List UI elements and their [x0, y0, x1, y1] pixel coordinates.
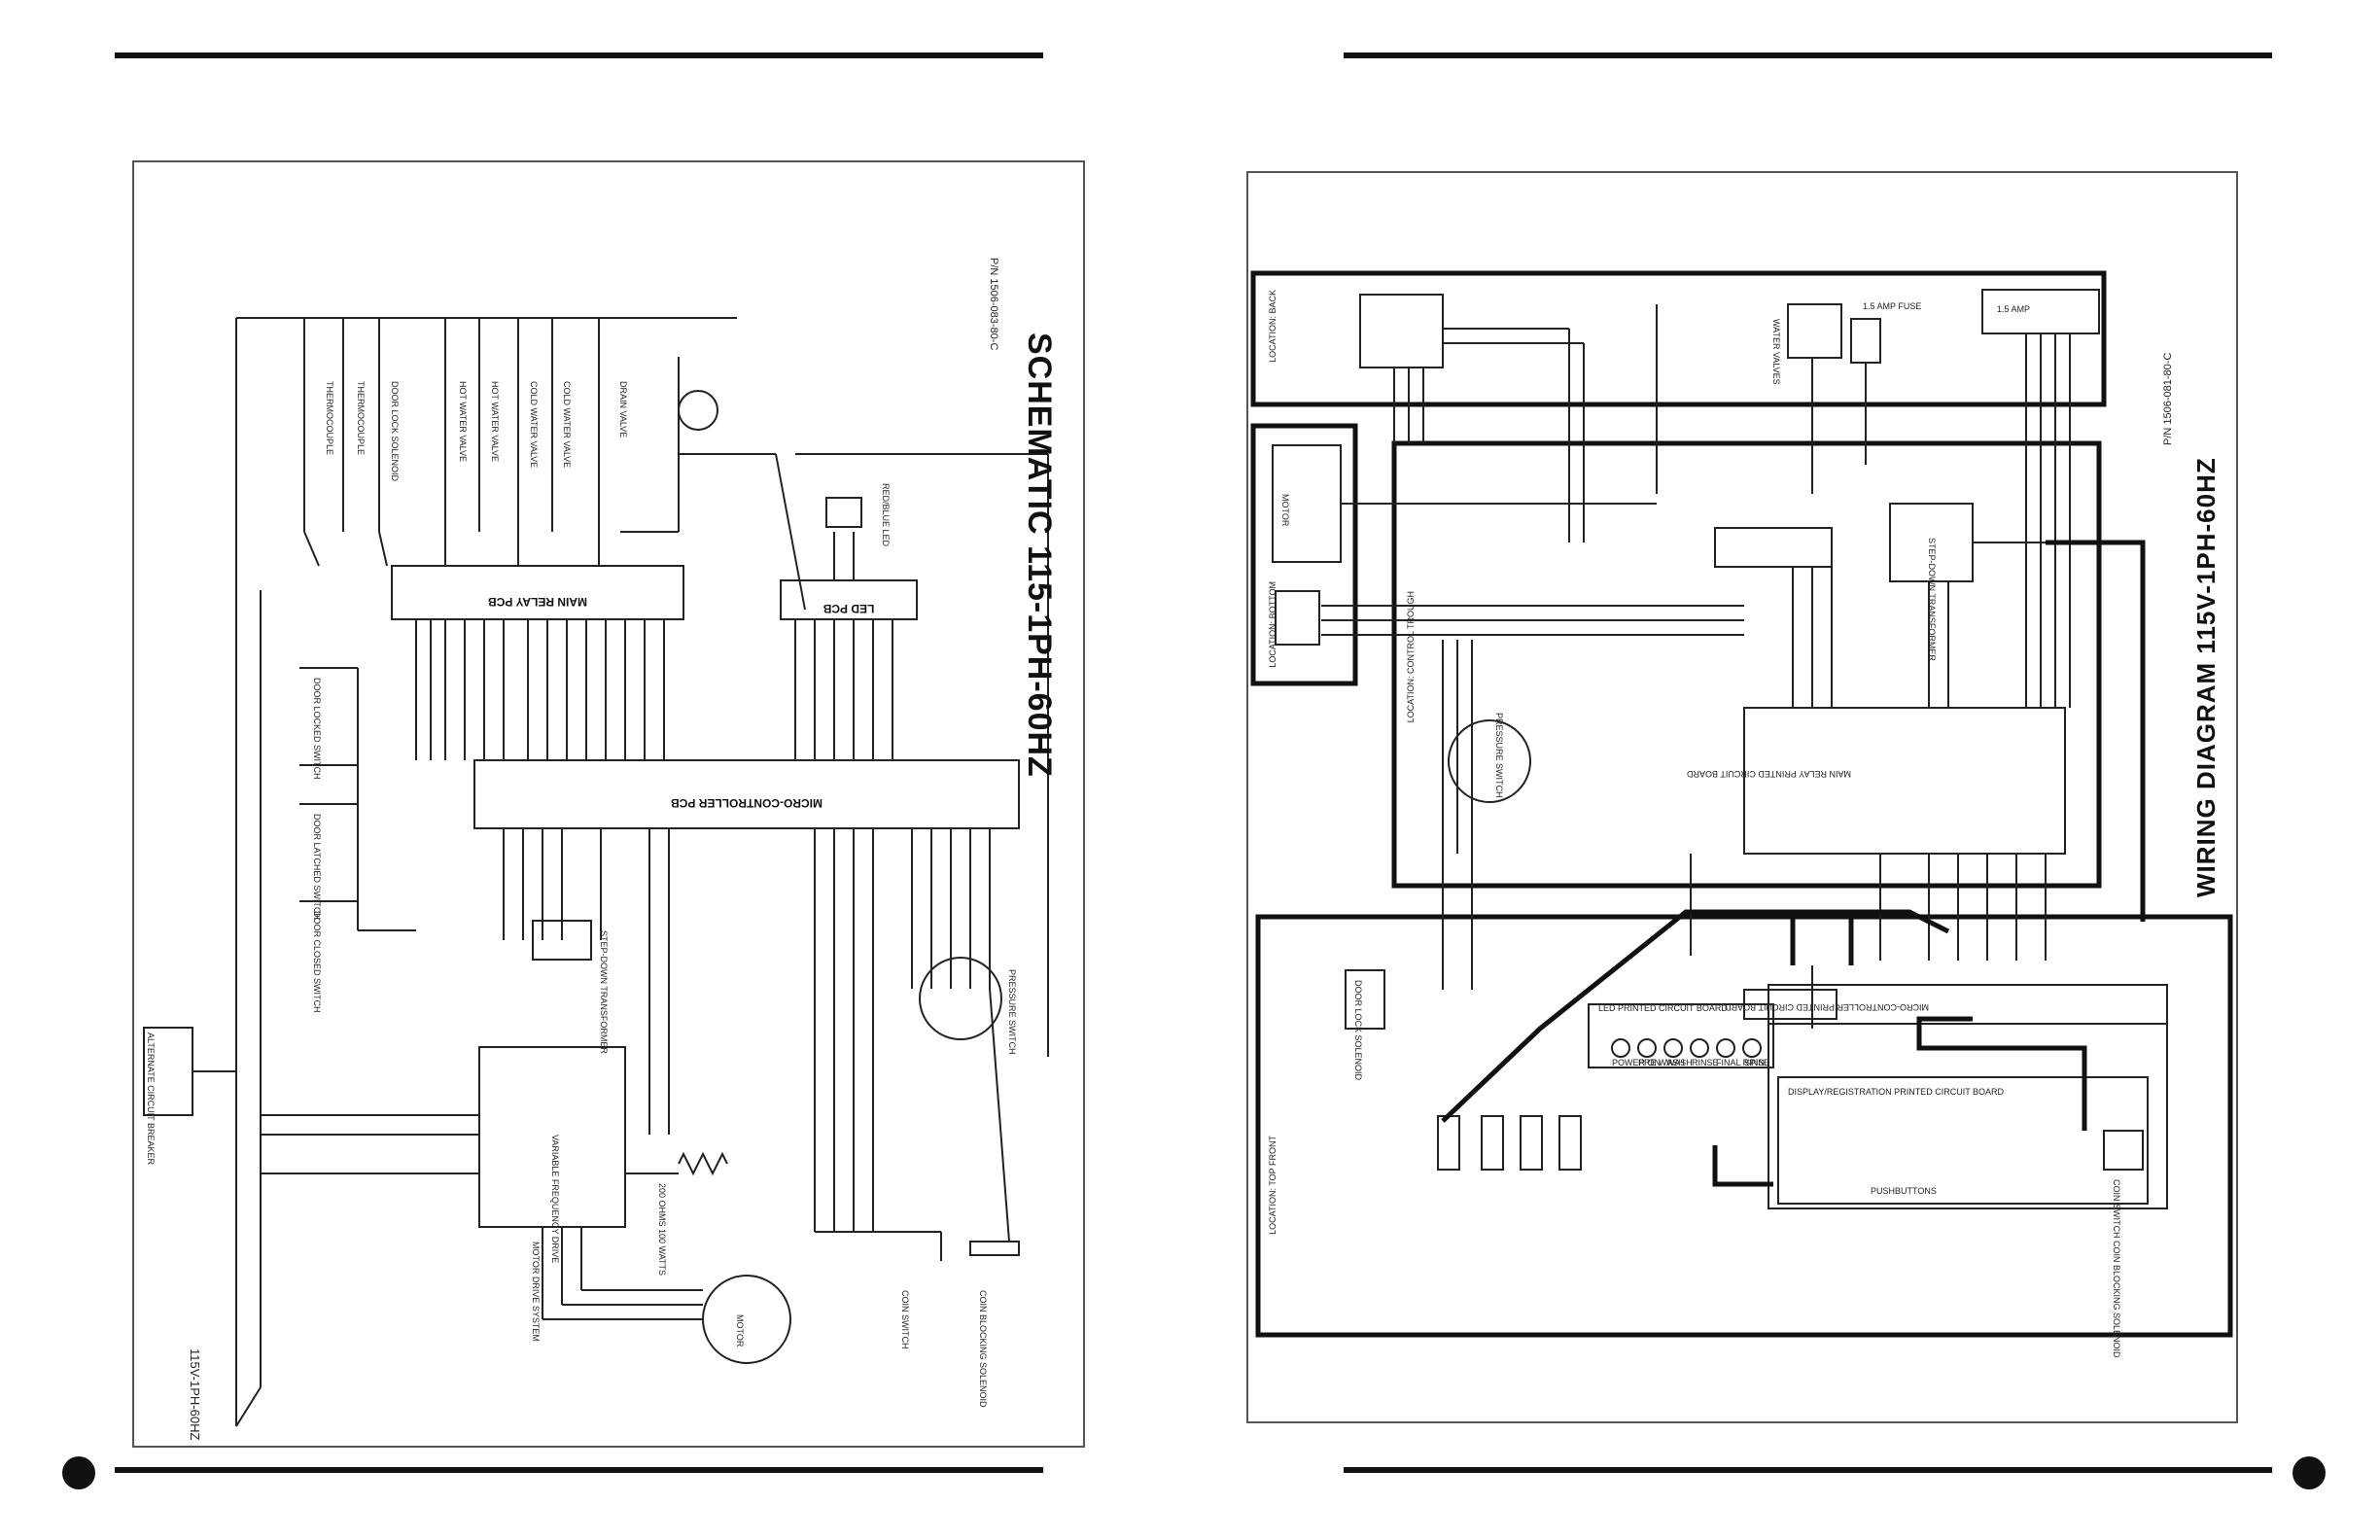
fuse-2-label: 1.5 AMP FUSE [1863, 301, 1921, 311]
motor-wiring-label: MOTOR [1280, 494, 1290, 527]
comp-pressure-switch: PRESSURE SWITCH [1007, 969, 1017, 1055]
micro-label: MICRO-CONTROLLER PCB [671, 796, 822, 810]
comp-led: RED/BLUE LED [881, 483, 891, 547]
wiring-title: WIRING DIAGRAM 115V-1PH-60HZ [2191, 457, 2221, 897]
frame-bottom [1250, 423, 1358, 686]
led-board-label: LED PRINTED CIRCUIT BOARD [1598, 1003, 1728, 1013]
comp-transformer: STEP-DOWN TRANSFORMER [599, 930, 609, 1054]
comp-door-lock: DOOR LOCK SOLENOID [390, 381, 400, 482]
comp-thermocouple-2: THERMOCOUPLE [356, 381, 366, 455]
top-rule-right [1344, 52, 2272, 58]
bottom-left-dot [62, 1456, 95, 1489]
comp-coin-solenoid: COIN BLOCKING SOLENOID [978, 1290, 988, 1408]
comp-motor-drive: MOTOR DRIVE SYSTEM [531, 1242, 541, 1342]
vfd-box [478, 1046, 626, 1228]
comp-door-closed-switch: DOOR CLOSED SWITCH [312, 911, 322, 1013]
micro-wiring-label: MICRO-CONTROLLER PRINTED CIRCUIT BOARD [1725, 1002, 1929, 1012]
main-relay-pcb-box [391, 565, 684, 620]
motor-label: MOTOR [735, 1314, 745, 1348]
comp-hot-valve-1: HOT WATER VALVE [458, 381, 468, 462]
comp-resistor: 200 OHMS 100 WATTS [657, 1183, 667, 1276]
transformer-wiring-label: STEP-DOWN TRANSFORMER [1927, 538, 1937, 661]
wiring-part-number: P/N 1506-081-80-C [2162, 352, 2174, 445]
comp-door-locked-switch: DOOR LOCKED SWITCH [312, 678, 322, 780]
micro-controller-box [473, 759, 1020, 829]
led-pcb-label: LED PCB [822, 602, 874, 615]
top-rule-left [115, 52, 1043, 58]
frame-top-front [1255, 914, 2233, 1338]
location-top-front: LOCATION: TOP FRONT [1268, 1136, 1278, 1235]
vfd-label: VARIABLE FREQUENCY DRIVE [550, 1135, 560, 1263]
schematic-title: SCHEMATIC 115-1PH-60HZ [1021, 332, 1058, 778]
schematic-subtitle: 115V-1PH-60HZ [188, 1348, 202, 1441]
led-wash: WASH [1666, 1058, 1693, 1068]
coin-wiring-label: COIN SWITCH COIN BLOCKING SOLENOID [2112, 1179, 2121, 1358]
main-relay-label: MAIN RELAY PCB [488, 595, 587, 609]
comp-breaker: ALTERNATE CIRCUIT BREAKER [146, 1032, 156, 1166]
comp-cold-valve-2: COLD WATER VALVE [562, 381, 572, 468]
frame-back [1250, 270, 2107, 407]
wiring-sheet: 1.5 AMP 1.5 AMP FUSE MOTOR STEP-DOWN TRA… [1246, 171, 2238, 1423]
comp-cold-valve-1: COLD WATER VALVE [529, 381, 539, 468]
schematic-part-number: P/N 1506-083-80-C [988, 258, 999, 351]
pushbuttons-label: PUSHBUTTONS [1871, 1186, 1937, 1196]
location-back: LOCATION: BACK [1268, 290, 1278, 363]
comp-door-latched-switch: DOOR LATCHED SWITCH [312, 814, 322, 920]
bottom-rule-right [1344, 1467, 2272, 1473]
motor-circle [702, 1275, 791, 1364]
schematic-drawing: MAIN RELAY PCB LED PCB MICRO-CONTROLLER … [143, 317, 1049, 1427]
led-final-rinse: FINAL RINSE [1716, 1058, 1769, 1068]
fuse-label: 1.5 AMP [1997, 304, 2030, 314]
frame-control-trough [1391, 440, 2102, 889]
comp-coin-switch: COIN SWITCH [900, 1290, 910, 1349]
display-board-label: DISPLAY/REGISTRATION PRINTED CIRCUIT BOA… [1788, 1087, 2005, 1097]
comp-thermocouple-1: THERMOCOUPLE [325, 381, 334, 455]
location-bottom: LOCATION: BOTTOM [1268, 581, 1278, 668]
led-spin: SPIN [1744, 1058, 1765, 1068]
location-control-trough: LOCATION: CONTROL TROUGH [1406, 591, 1416, 722]
water-valves-label: WATER VALVES [1771, 319, 1781, 385]
bottom-rule-left [115, 1467, 1043, 1473]
door-lock-wiring-label: DOOR LOCK SOLENOID [1353, 980, 1363, 1081]
wiring-drawing: 1.5 AMP 1.5 AMP FUSE MOTOR STEP-DOWN TRA… [1250, 270, 2233, 1358]
main-relay-wiring-label: MAIN RELAY PRINTED CIRCUIT BOARD [1686, 769, 1851, 779]
comp-drain-valve: DRAIN VALVE [618, 381, 628, 438]
bottom-right-dot [2292, 1456, 2326, 1489]
led-prewash: PRE WASH [1638, 1058, 1685, 1068]
main-relay-board [1743, 707, 2066, 855]
comp-hot-valve-2: HOT WATER VALVE [490, 381, 500, 462]
schematic-sheet: MAIN RELAY PCB LED PCB MICRO-CONTROLLER … [132, 160, 1085, 1448]
led-power: POWER ON [1612, 1058, 1661, 1068]
led-rinse: RINSE [1692, 1058, 1719, 1068]
pressure-wiring-label: PRESSURE SWITCH [1494, 713, 1504, 798]
